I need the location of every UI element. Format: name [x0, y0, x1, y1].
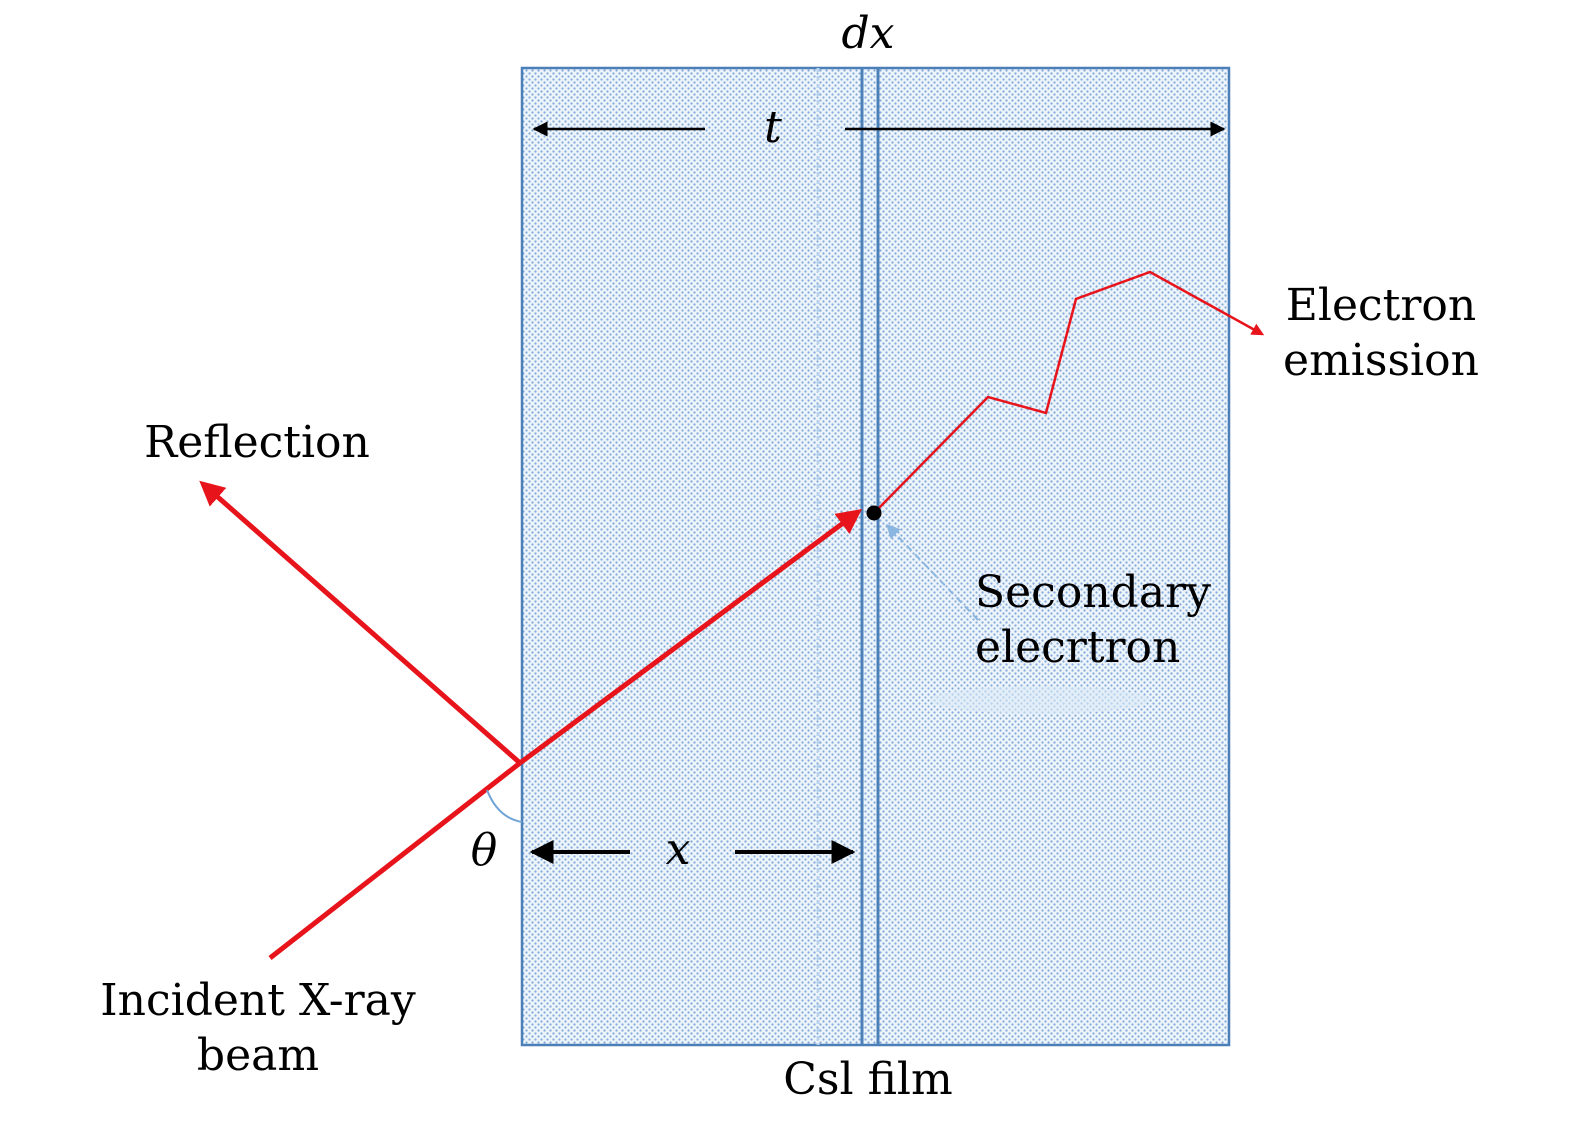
theta-label: θ	[471, 825, 498, 876]
csi-film-slab	[520, 66, 1231, 1047]
refracted-beam-arrow	[518, 509, 863, 766]
incident-beam-label-2: beam	[197, 1030, 319, 1081]
theta-angle-arc	[486, 789, 523, 823]
electron-emission-label-2: emission	[1283, 335, 1479, 386]
incident-beam-line	[268, 761, 522, 960]
electron-emission-label-1: Electron	[1286, 280, 1476, 331]
incident-beam-label-1: Incident X-ray	[100, 975, 416, 1026]
t-label: t	[764, 102, 782, 153]
secondary-electron-dot	[866, 505, 882, 521]
dx-label: dx	[842, 8, 895, 59]
secondary-electron-label-1: Secondary	[975, 567, 1211, 618]
reflection-label: Reflection	[144, 417, 370, 468]
x-label: x	[666, 824, 691, 875]
faint-smudge	[930, 686, 1150, 714]
secondary-electron-label-2: elecrtron	[975, 622, 1180, 673]
secondary-electron-pointer	[886, 523, 979, 621]
electron-path	[874, 270, 1265, 513]
reflected-beam-arrow	[199, 480, 522, 765]
film-label: Csl film	[783, 1054, 952, 1105]
